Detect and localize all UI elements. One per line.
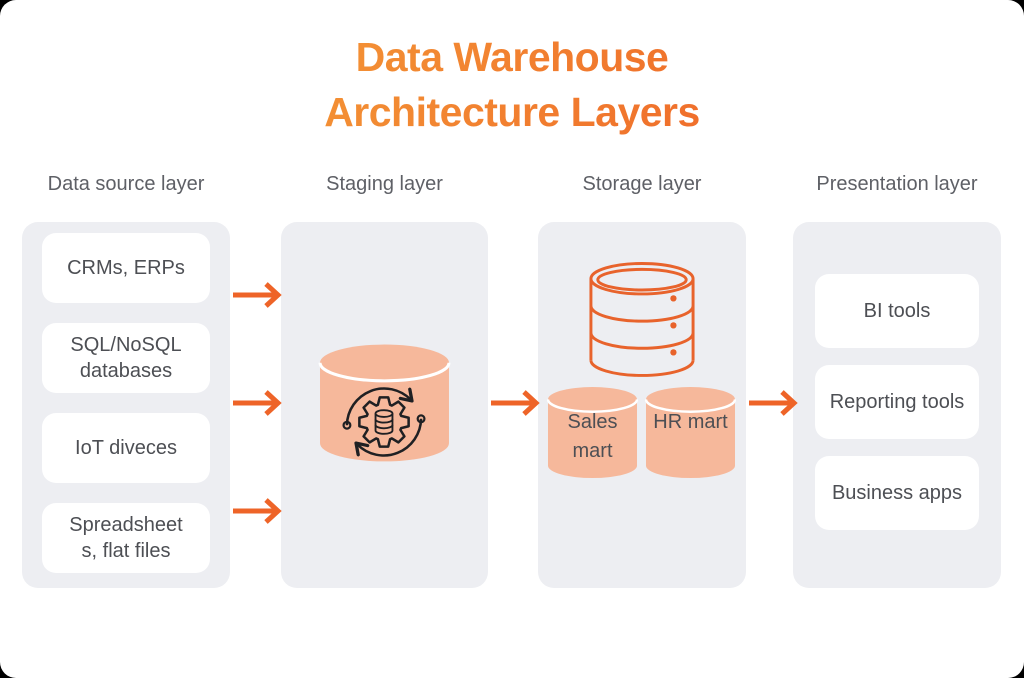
etl-process-icon	[342, 387, 426, 457]
cylinder-shape	[318, 344, 451, 462]
hr-mart-cylinder: HR mart	[645, 386, 736, 480]
staging-database-cylinder	[318, 342, 451, 466]
staging-layer-panel	[281, 222, 488, 588]
diagram-title-line2: Architecture Layers	[324, 89, 700, 135]
source-card-crms-erps: CRMs, ERPs	[42, 233, 210, 303]
storage-layer-panel: Sales mart HR mart	[538, 222, 746, 588]
source-card-spreadsheets-flat-files: Spreadsheets, flat files	[42, 503, 210, 573]
sales-mart-cylinder: Sales mart	[547, 386, 638, 480]
right-arrow-icon	[233, 498, 282, 524]
diagram-title: Data Warehouse Architecture Layers	[0, 30, 1024, 140]
presentation-card-bi-tools: BI tools	[815, 274, 979, 348]
gear-database-glyph	[374, 409, 394, 435]
right-arrow-icon	[491, 390, 540, 416]
source-card-sql-nosql-databases: SQL/NoSQL databases	[42, 323, 210, 393]
header-presentation-layer: Presentation layer	[816, 173, 978, 195]
data-source-card-list: CRMs, ERPs SQL/NoSQL databases IoT divec…	[22, 222, 230, 573]
header-storage-layer: Storage layer	[582, 173, 702, 195]
cylinder-shape	[547, 387, 638, 479]
right-arrow-icon	[749, 390, 798, 416]
source-card-iot-devices: IoT diveces	[42, 413, 210, 483]
presentation-card-reporting-tools: Reporting tools	[815, 365, 979, 439]
presentation-layer-panel: BI tools Reporting tools Business apps	[793, 222, 1001, 588]
data-source-layer-panel: CRMs, ERPs SQL/NoSQL databases IoT divec…	[22, 222, 230, 588]
header-staging-layer: Staging layer	[326, 173, 443, 195]
presentation-card-business-apps: Business apps	[815, 456, 979, 530]
sales-mart-label: Sales mart	[567, 411, 618, 462]
data-mart-group: Sales mart HR mart	[547, 386, 737, 480]
hr-mart-label: HR mart	[653, 411, 728, 433]
right-arrow-icon	[233, 390, 282, 416]
cylinder-shape	[645, 387, 736, 479]
database-stack-icon	[589, 262, 695, 377]
right-arrow-icon	[233, 282, 282, 308]
diagram-title-line1: Data Warehouse	[355, 34, 669, 80]
header-data-source-layer: Data source layer	[47, 173, 205, 195]
presentation-card-list: BI tools Reporting tools Business apps	[793, 222, 1001, 530]
